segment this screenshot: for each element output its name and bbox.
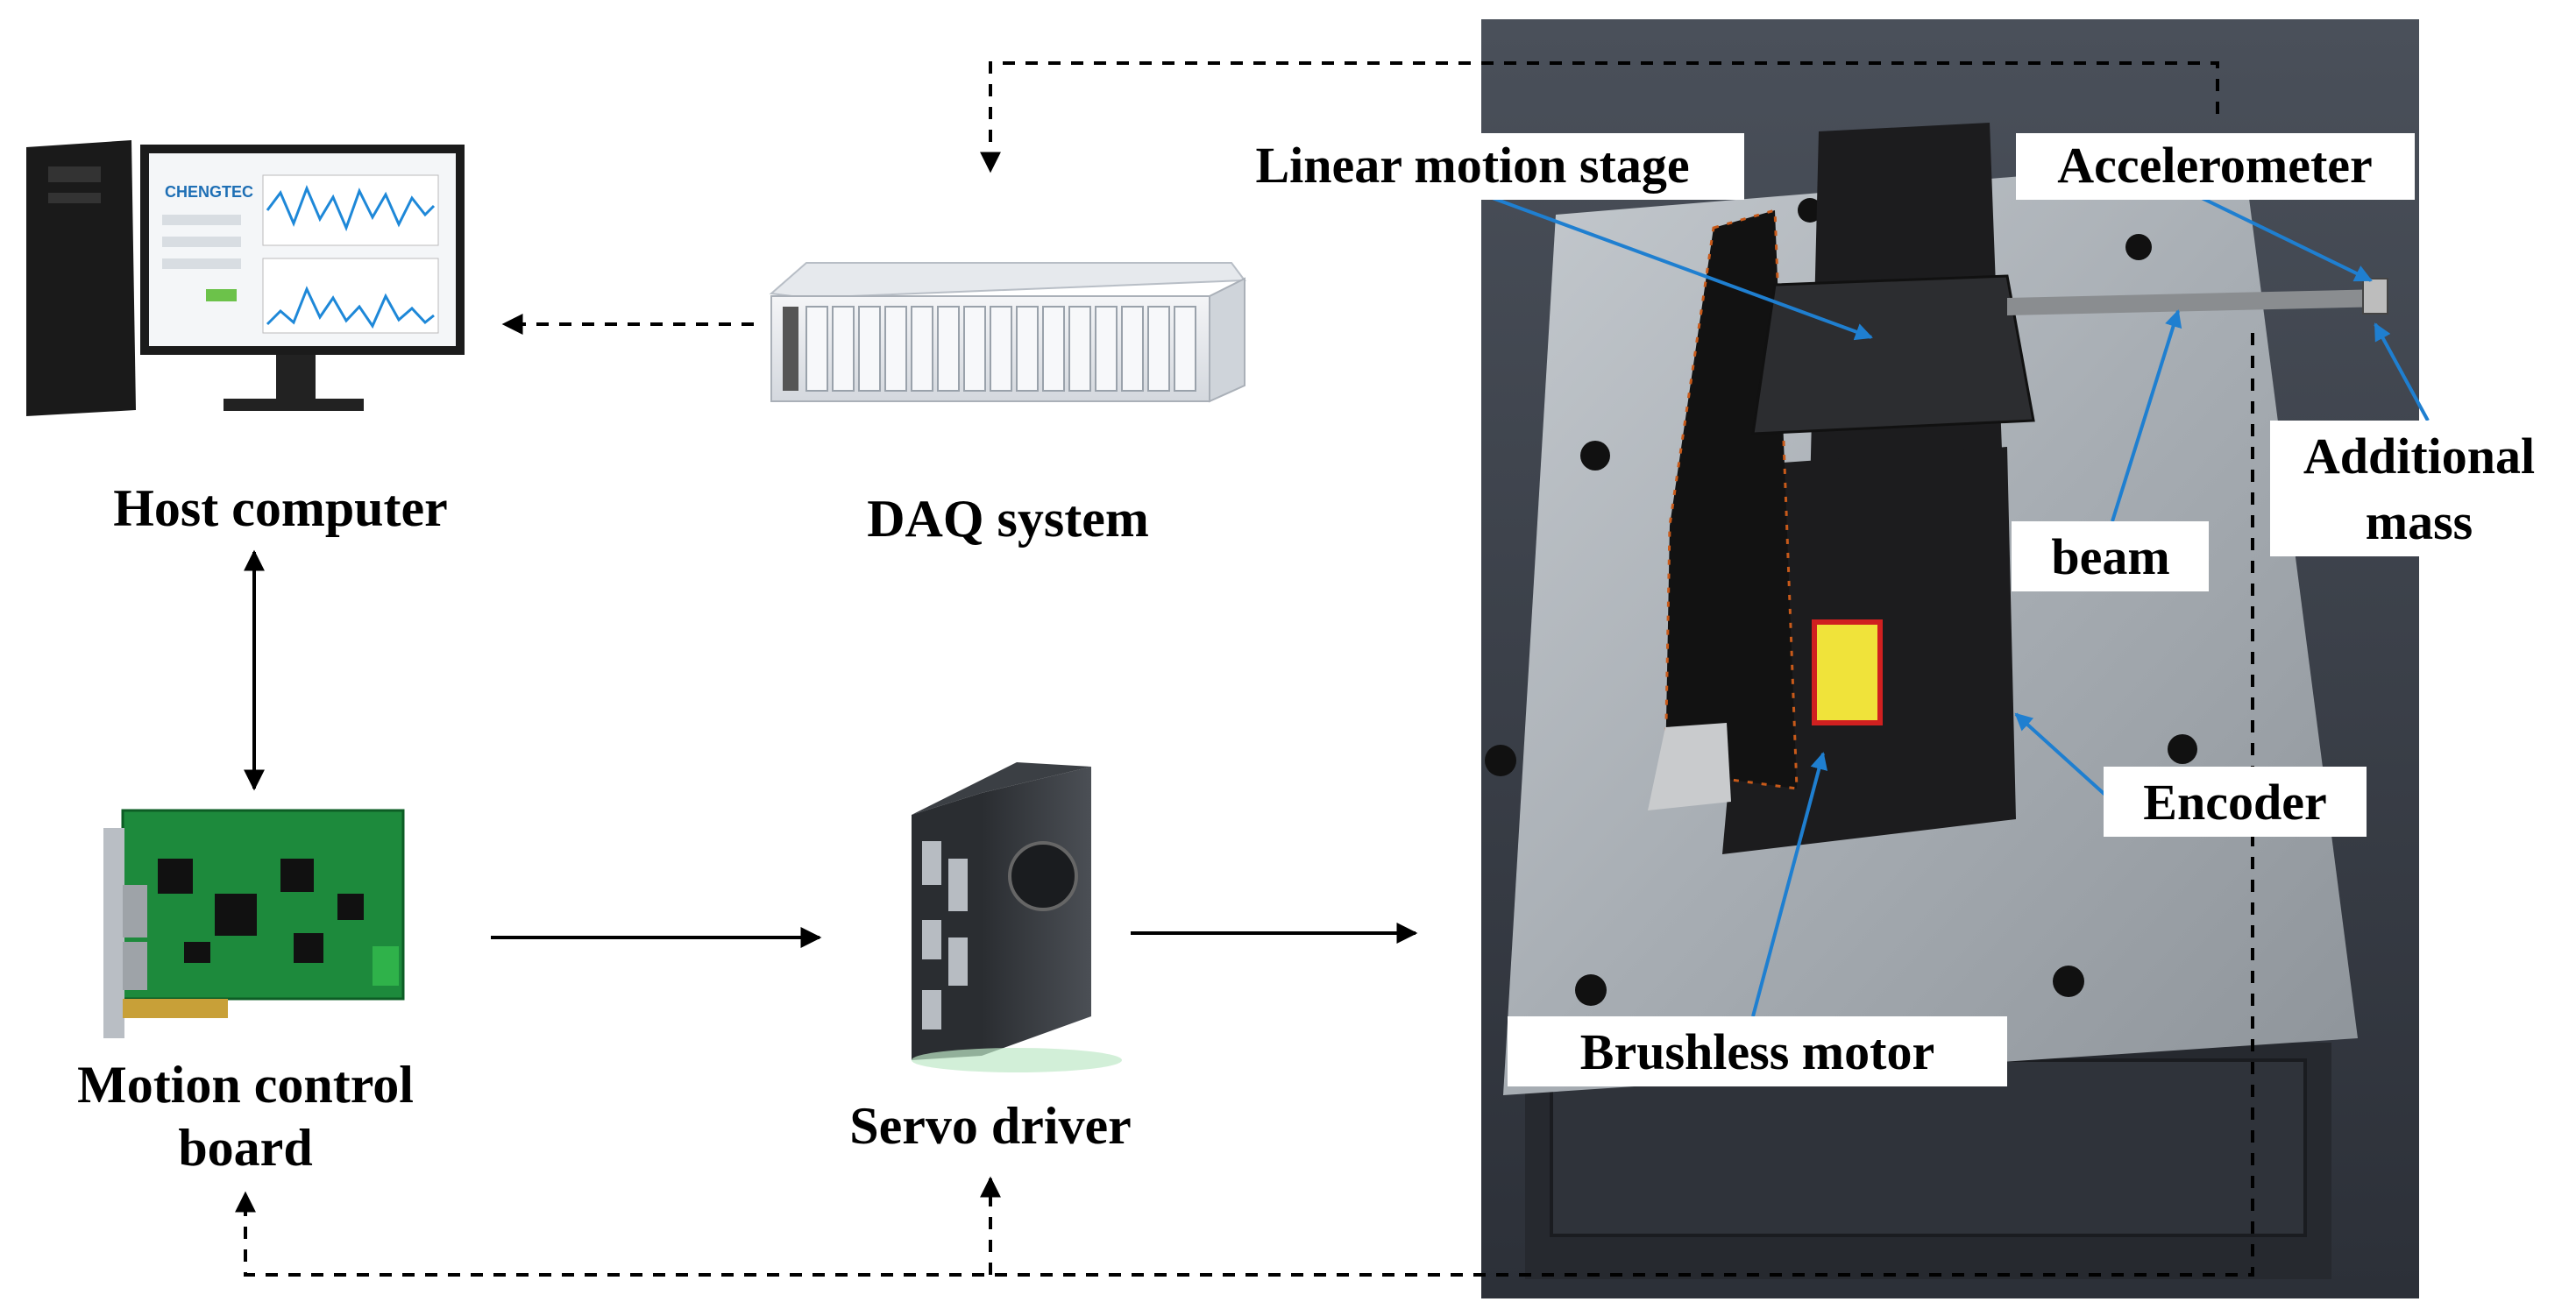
stage-carriage bbox=[1751, 274, 2035, 435]
motion-control-board-label-line2: board bbox=[178, 1119, 312, 1177]
callout-arrows bbox=[1489, 195, 2430, 1017]
setup-photo bbox=[1481, 19, 2419, 1298]
screen-logo: CHENGTEC bbox=[165, 183, 253, 201]
daq-system-label: DAQ system bbox=[867, 490, 1149, 548]
servo-fan bbox=[1008, 841, 1078, 911]
pc-tower bbox=[26, 140, 136, 416]
servo-body-side bbox=[982, 767, 1091, 1056]
daq-system-illustration bbox=[769, 262, 1246, 403]
callout-motor bbox=[1751, 752, 1828, 1017]
arrow-sensor-to-daq bbox=[980, 61, 2219, 173]
tag-linear-motion-stage: Linear motion stage bbox=[1255, 137, 1689, 194]
motion-control-board-label-line1: Motion control bbox=[77, 1056, 414, 1114]
signal-arrows bbox=[235, 61, 2254, 1277]
cantilever-beam bbox=[2007, 289, 2386, 315]
callout-stage bbox=[1489, 195, 1873, 341]
motion-control-board-illustration bbox=[103, 809, 405, 1038]
tag-accelerometer: Accelerometer bbox=[2057, 137, 2373, 194]
callout-accelerometer bbox=[2199, 195, 2373, 282]
host-computer-label: Host computer bbox=[113, 479, 448, 537]
tag-brushless-motor: Brushless motor bbox=[1580, 1023, 1934, 1080]
photo-tags: Linear motion stage Accelerometer Additi… bbox=[1201, 133, 2568, 1086]
warning-label bbox=[1812, 619, 1883, 725]
daq-chassis-top bbox=[769, 262, 1246, 300]
callout-beam bbox=[2111, 309, 2182, 522]
monitor-stand bbox=[276, 355, 316, 403]
arrow-encoder-to-board bbox=[235, 333, 2254, 1277]
tag-beam: beam bbox=[2051, 528, 2169, 585]
host-computer-illustration: CHENGTEC bbox=[26, 140, 465, 416]
tag-additional-mass-line1: Additional bbox=[2303, 428, 2535, 485]
callout-additional-mass bbox=[2374, 322, 2430, 421]
tag-additional-mass-line2: mass bbox=[2366, 493, 2473, 550]
accelerometer-sensor bbox=[2362, 278, 2388, 315]
callout-encoder bbox=[2014, 712, 2110, 799]
servo-driver-illustration bbox=[912, 762, 1122, 1072]
daq-module-slots bbox=[805, 306, 1196, 392]
servo-driver-label: Servo driver bbox=[849, 1097, 1132, 1155]
tag-encoder: Encoder bbox=[2143, 774, 2326, 831]
